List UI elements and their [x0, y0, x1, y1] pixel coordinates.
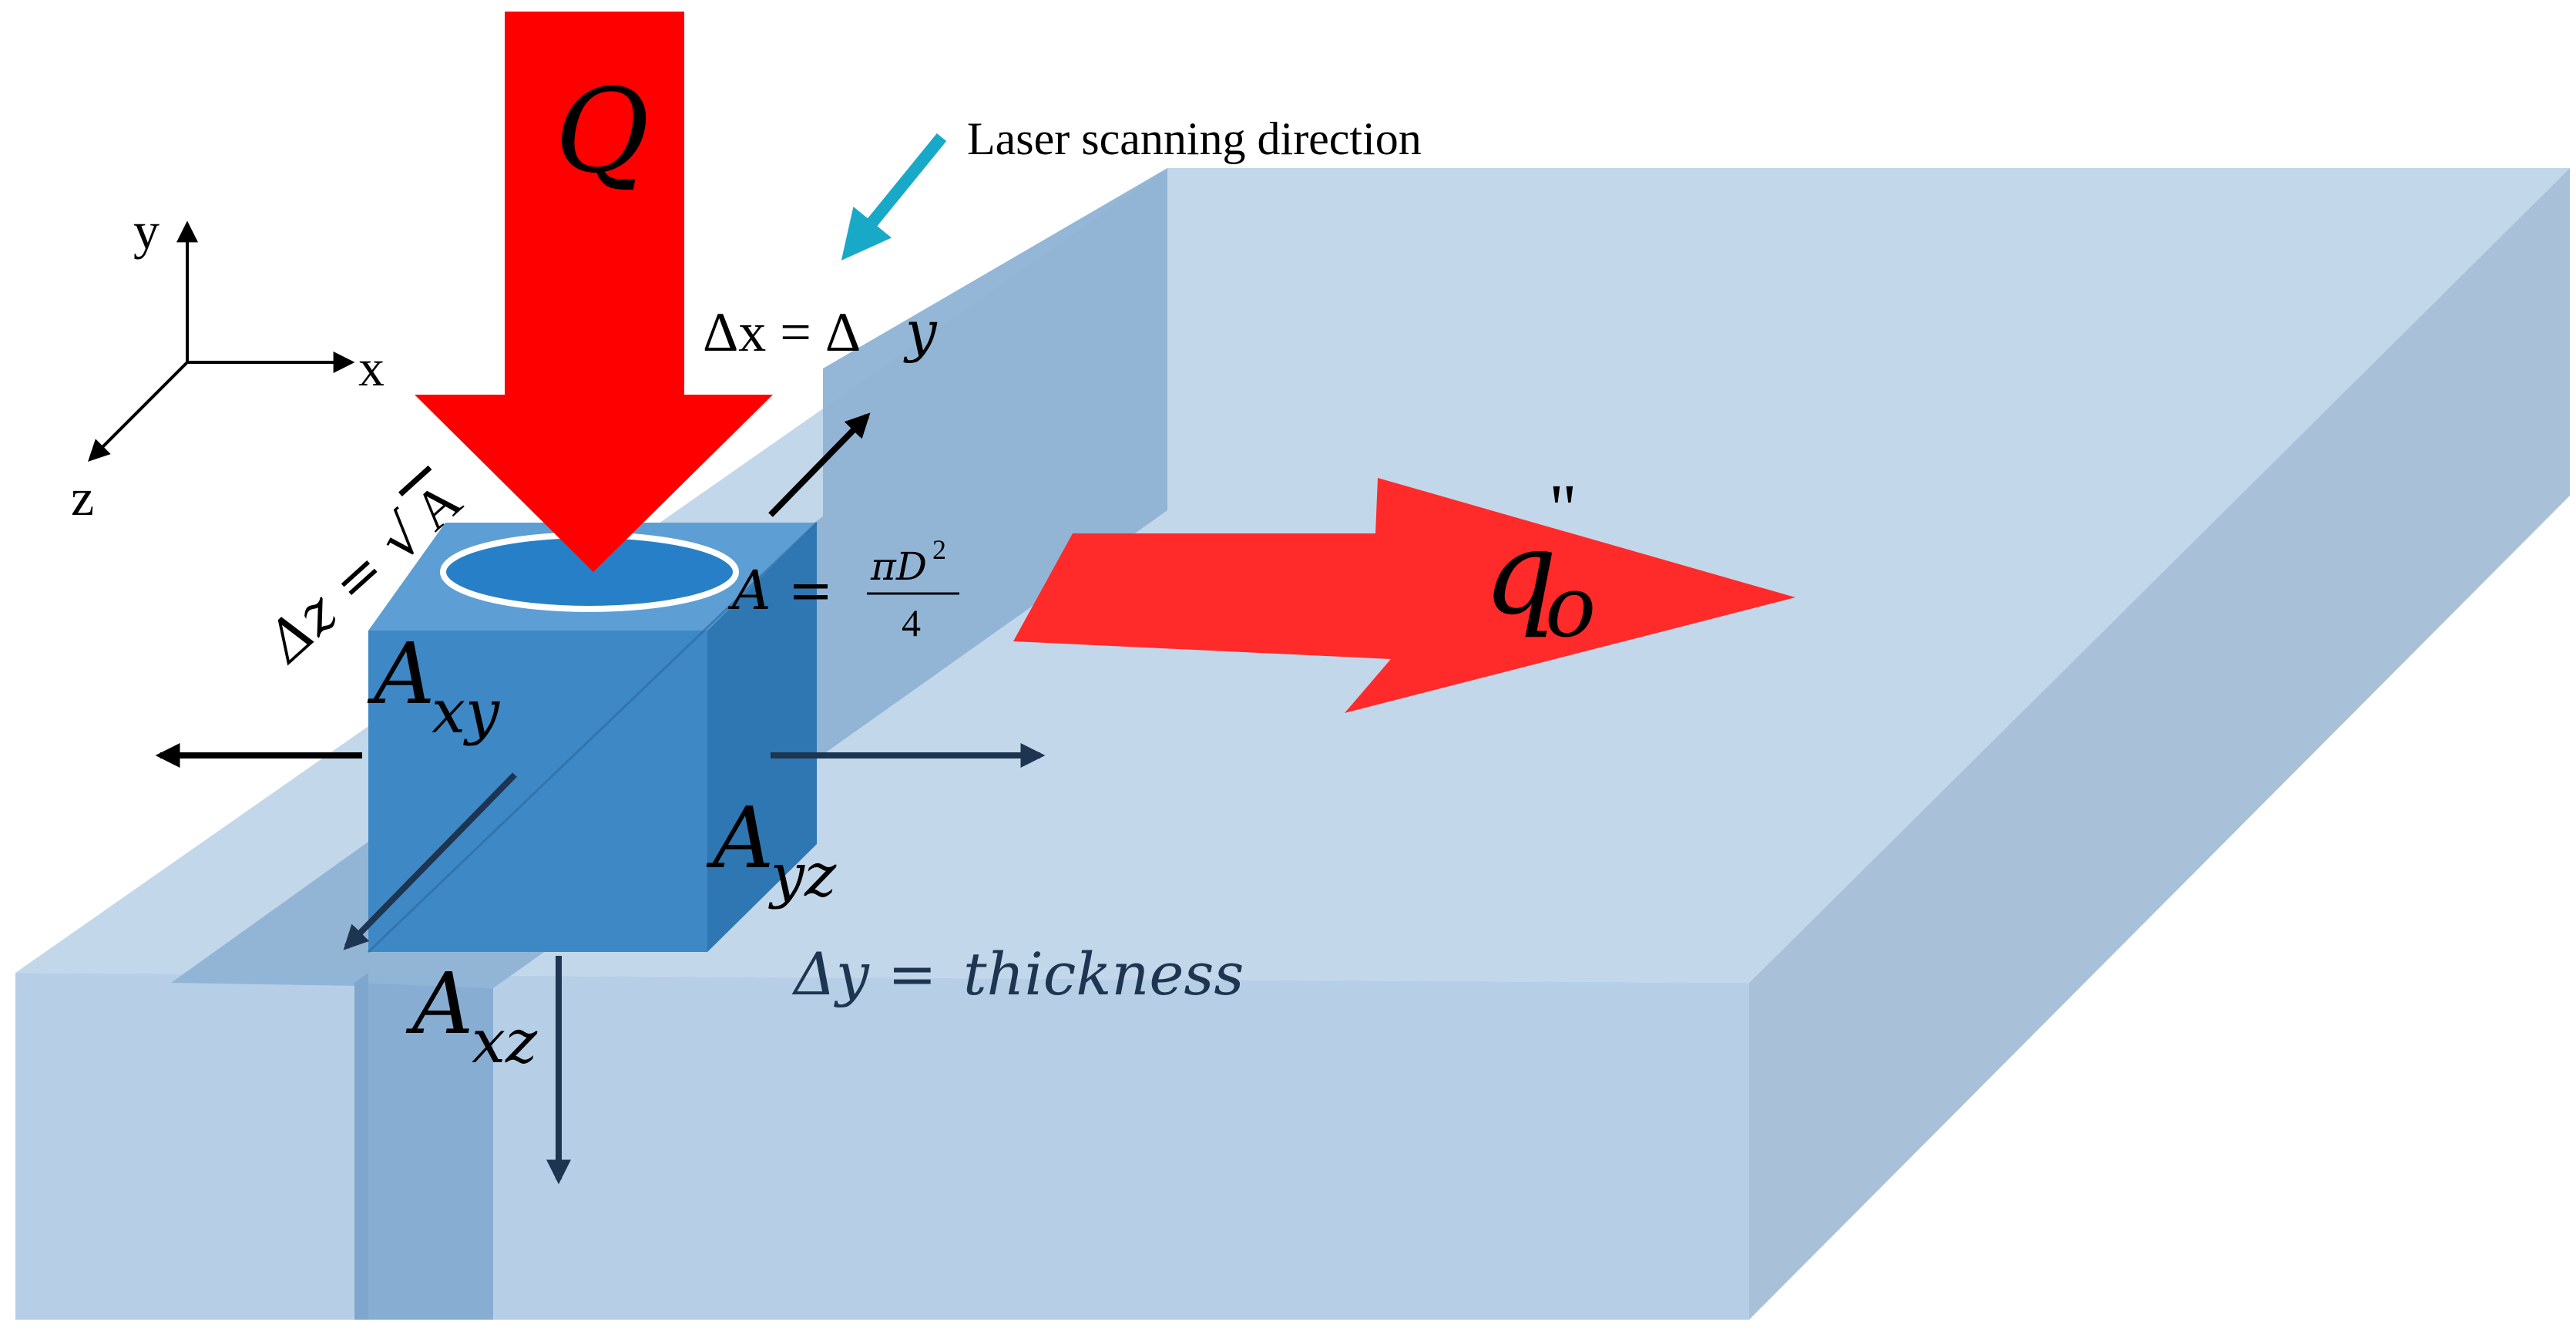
face-xz-sub: xz [472, 1007, 538, 1077]
heat-flux-arrow [1013, 478, 1795, 713]
label-face-xy: A xy [367, 624, 500, 747]
label-axis-x: x [358, 338, 385, 397]
label-delta-x: Δx = Δ y [703, 299, 938, 364]
face-yz-sub: yz [768, 841, 837, 910]
label-area-a: A = πD 2 4 [727, 534, 959, 644]
cube-diagonal [367, 521, 818, 954]
area-a-num-sup: 2 [932, 534, 946, 565]
label-heat-input-q: Q [555, 65, 650, 199]
label-axis-y: y [133, 201, 160, 260]
label-thickness: Δy = thickness [791, 940, 1244, 1008]
heat-flux-sub: o [1545, 557, 1596, 656]
delta-x-eq: Δx = Δ [703, 301, 861, 363]
axis-z-line [88, 361, 189, 462]
label-axis-z: z [71, 468, 94, 526]
plate-front-face [15, 973, 1749, 1320]
area-a-den: 4 [902, 601, 921, 644]
track-front-face [354, 983, 493, 1320]
label-face-yz: A yz [706, 789, 837, 910]
heat-flux-q: q [1483, 506, 1557, 641]
area-a-eq: A = [727, 559, 833, 622]
face-xy-sub: xy [432, 678, 500, 747]
plate-side-face [1749, 168, 2570, 1320]
face-yz-main: A [706, 789, 774, 887]
thickness-eq: Δy = [791, 940, 937, 1008]
cube-side-face [707, 523, 817, 952]
flux-arrow-back [768, 412, 871, 517]
coordinate-axes [88, 220, 355, 462]
thickness-word: thickness [963, 940, 1244, 1008]
delta-x-y: y [903, 299, 938, 364]
label-face-xz: A xz [405, 954, 538, 1077]
label-heat-flux: q o " [1483, 471, 1596, 656]
label-scan-direction: Laser scanning direction [967, 113, 1422, 164]
scan-direction-arrow [841, 133, 947, 261]
laser-arrow-q [415, 12, 773, 572]
track-front-left [354, 973, 368, 1320]
flux-arrow-front [343, 772, 517, 950]
face-xy-main: A [367, 624, 435, 723]
track-top-face [171, 168, 1167, 988]
area-a-num: πD [870, 544, 927, 589]
face-xz-main: A [405, 954, 473, 1053]
heat-flux-sup: " [1549, 471, 1577, 547]
